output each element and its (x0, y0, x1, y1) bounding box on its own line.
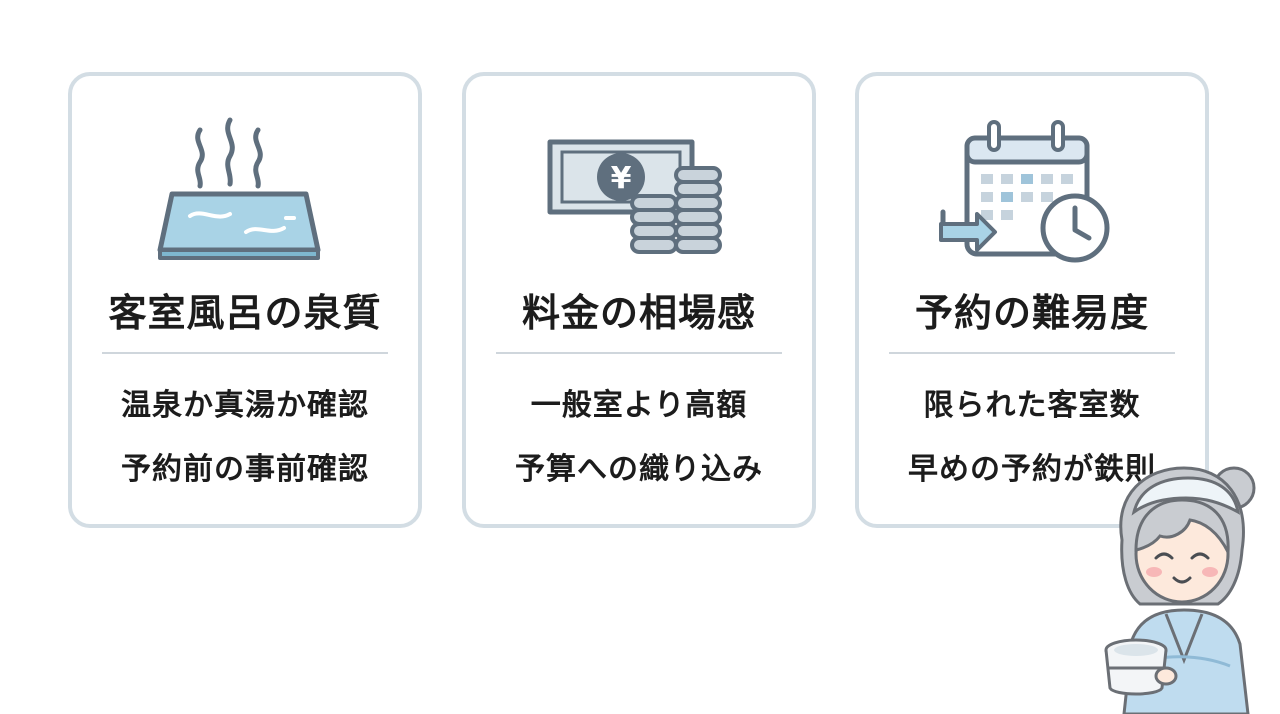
hot-spring-bath-icon (157, 117, 321, 260)
card-booking-difficulty: 予約の難易度 限られた客室数 早めの予約が鉄則 (855, 72, 1209, 528)
divider (889, 352, 1175, 354)
card-line: 一般室より高額 (530, 388, 748, 423)
card-price-range: ¥ 料金の相場感 一般室より高額 予算への織り込み (462, 72, 816, 528)
card-room-bath-quality: 客室風呂の泉質 温泉か真湯か確認 予約前の事前確認 (68, 72, 422, 528)
calendar-clock-icon (939, 120, 1110, 263)
card-title: 予約の難易度 (914, 291, 1149, 335)
card-title: 料金の相場感 (521, 291, 756, 335)
card-line: 温泉か真湯か確認 (121, 388, 369, 423)
divider (496, 352, 782, 354)
card-line: 予算への織り込み (515, 452, 763, 487)
card-line: 予約前の事前確認 (121, 452, 369, 487)
card-title: 客室風呂の泉質 (108, 291, 382, 335)
card-line: 限られた客室数 (923, 388, 1141, 423)
onsen-grandma-mascot (1104, 466, 1256, 714)
svg-text:¥: ¥ (611, 161, 632, 196)
card-line: 早めの予約が鉄則 (908, 452, 1156, 487)
yen-banknote-coins-icon: ¥ (547, 139, 722, 254)
divider (102, 352, 388, 354)
